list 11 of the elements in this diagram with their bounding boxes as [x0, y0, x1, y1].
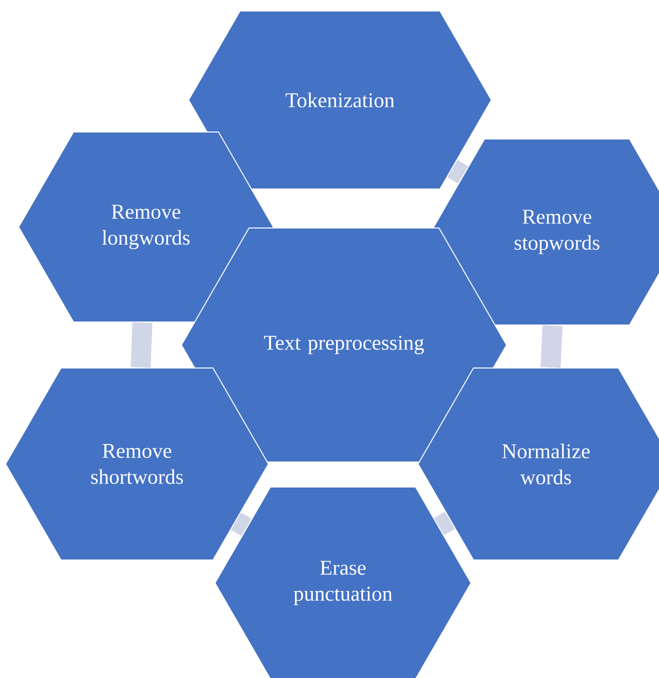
node-label: Remove stopwords [514, 210, 600, 254]
connector-band [447, 160, 468, 184]
connector-band [130, 322, 152, 368]
hexagon: Remove longwords [18, 132, 274, 322]
hexagon: Normalize words [418, 368, 659, 560]
hexagon: Remove shortwords [5, 368, 269, 560]
hexagon: Erase punctuation [214, 486, 472, 678]
connector-band [231, 512, 252, 536]
hexagon: Tokenization [188, 10, 492, 190]
connector-band [540, 325, 563, 368]
connector-band [434, 512, 456, 536]
